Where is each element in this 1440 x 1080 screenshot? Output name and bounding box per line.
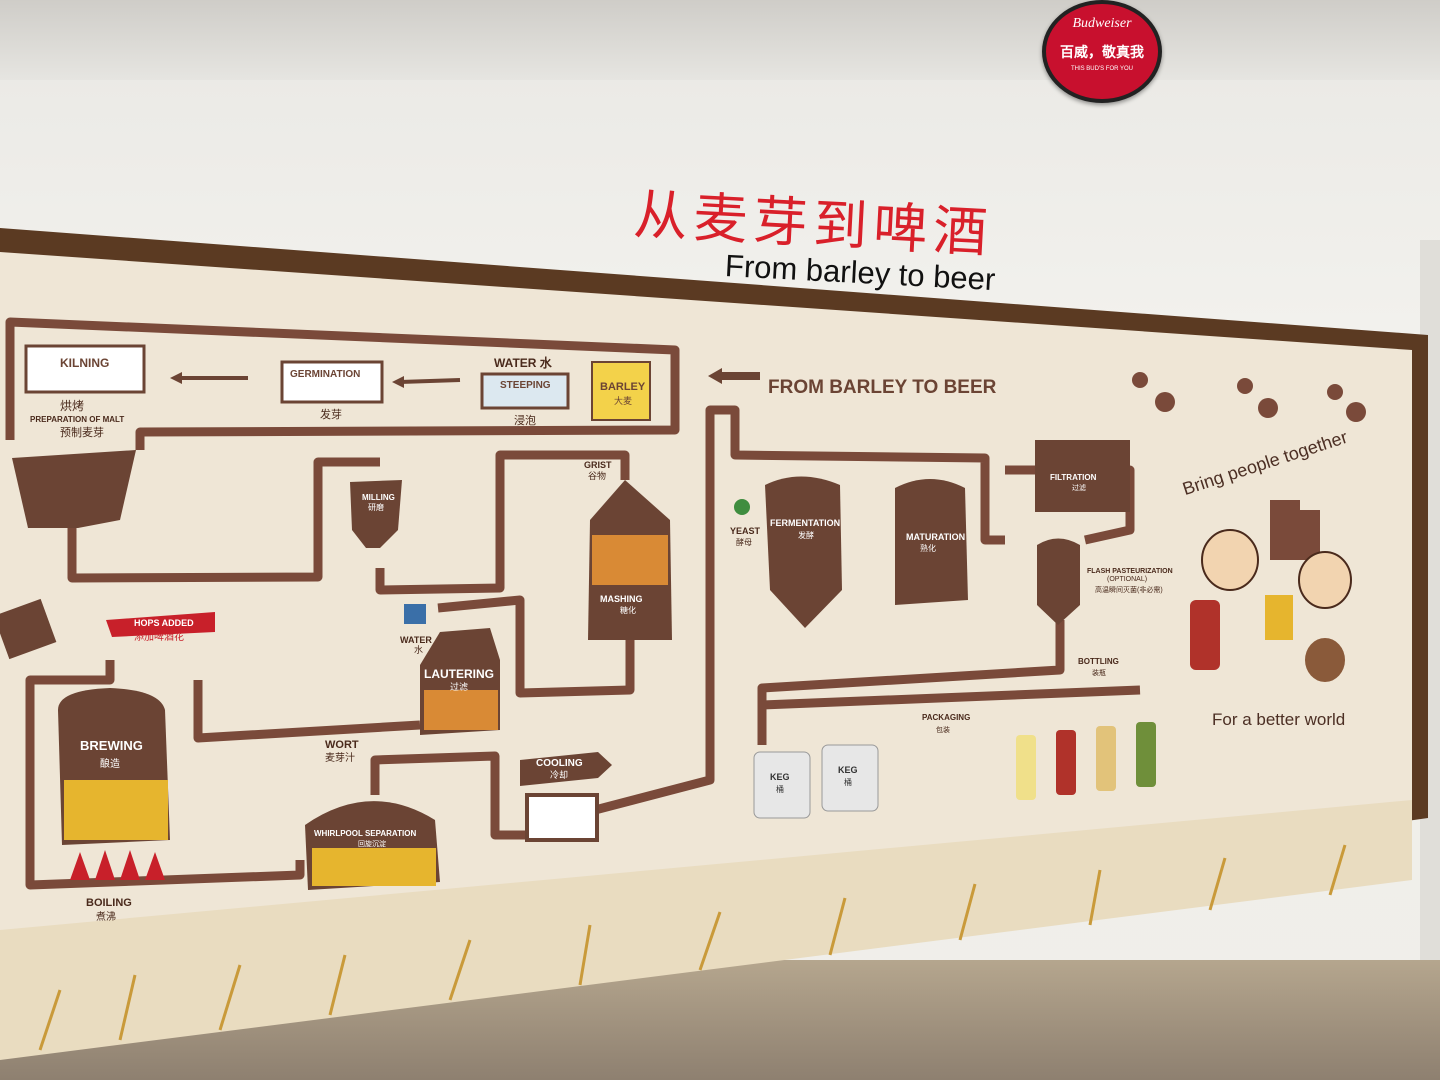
wheat-stalks bbox=[38, 844, 1347, 1051]
germination-cn: 发芽 bbox=[320, 407, 342, 421]
ceiling bbox=[0, 0, 1440, 80]
water-mid-cn: 水 bbox=[414, 644, 423, 655]
whirlpool-label: WHIRLPOOL SEPARATION bbox=[314, 829, 416, 838]
bottle-4 bbox=[1136, 722, 1156, 787]
yeast-cn: 酵母 bbox=[736, 538, 752, 547]
bottle-1 bbox=[1016, 735, 1036, 800]
flash-label: FLASH PASTEURIZATION bbox=[1087, 568, 1173, 575]
mashing-label: MASHING bbox=[600, 594, 643, 604]
hops-arrow bbox=[106, 612, 215, 637]
malt-prep-label: PREPARATION OF MALT bbox=[30, 415, 124, 424]
logo-slogan-en: THIS BUD'S FOR YOU bbox=[1070, 66, 1134, 72]
packaging-cn: 包装 bbox=[936, 725, 950, 734]
brewing-label: BREWING bbox=[80, 738, 143, 753]
slogan-bottom: For a better world bbox=[1212, 710, 1346, 729]
water-mid-label: WATER bbox=[400, 635, 432, 645]
grist-cn: 谷物 bbox=[588, 470, 606, 481]
logo-slogan-cn: 百威，敬真我 bbox=[1060, 44, 1144, 60]
steeping-label: STEEPING bbox=[500, 380, 551, 391]
malt-prep-cn: 预制麦芽 bbox=[60, 425, 104, 439]
lautering-label: LAUTERING bbox=[424, 667, 494, 681]
flames bbox=[70, 850, 165, 880]
people-illustration bbox=[1190, 500, 1352, 682]
grist-label: GRIST bbox=[584, 460, 612, 470]
flash-optional: (OPTIONAL) bbox=[1107, 576, 1147, 583]
cooling-label: COOLING bbox=[536, 758, 583, 769]
wort-cn: 麦芽汁 bbox=[325, 751, 355, 764]
maturation-cn: 熟化 bbox=[920, 543, 936, 553]
water-mid-icon bbox=[404, 604, 426, 624]
kiln-hopper bbox=[12, 450, 136, 528]
packaging-label: PACKAGING bbox=[922, 713, 970, 722]
yeast-label: YEAST bbox=[730, 526, 761, 536]
fermentation-tank bbox=[765, 476, 842, 628]
keg-1-label: KEG bbox=[770, 772, 790, 782]
yeast-icon bbox=[734, 499, 750, 515]
hop-vine-decor bbox=[1132, 372, 1366, 422]
maturation-label: MATURATION bbox=[906, 532, 965, 542]
maturation-tank bbox=[895, 479, 968, 605]
mill-body bbox=[350, 480, 402, 548]
lautering-cn: 过滤 bbox=[450, 681, 468, 692]
cooling-cn: 冷却 bbox=[550, 769, 568, 780]
boiling-label: BOILING bbox=[86, 897, 132, 909]
filtration-label: FILTRATION bbox=[1050, 473, 1097, 482]
barley-cn: 大麦 bbox=[614, 395, 632, 406]
cooling-arrow bbox=[520, 752, 612, 786]
steeping-box bbox=[480, 372, 570, 410]
banner-label: FROM BARLEY TO BEER bbox=[768, 377, 997, 398]
kilning-label: KILNING bbox=[60, 356, 109, 370]
filtration-unit bbox=[1035, 440, 1130, 512]
fermentation-label: FERMENTATION bbox=[770, 518, 840, 528]
arrow-2-head bbox=[392, 376, 404, 388]
whirlpool-cn: 回旋沉淀 bbox=[358, 839, 386, 848]
milling-label: MILLING bbox=[362, 493, 395, 502]
wheat-strip bbox=[0, 800, 1412, 1060]
arrow-2 bbox=[399, 378, 461, 384]
keg-2-label: KEG bbox=[838, 765, 858, 775]
bottle-2 bbox=[1056, 730, 1076, 795]
pipes bbox=[5, 317, 1141, 890]
bottling-label: BOTTLING bbox=[1078, 657, 1119, 666]
kilning-box bbox=[24, 344, 146, 394]
fermentation-cn: 发酵 bbox=[798, 530, 814, 540]
arrow-1-head bbox=[170, 372, 182, 384]
bottling-cn: 装瓶 bbox=[1092, 668, 1106, 677]
wort-label: WORT bbox=[325, 739, 359, 751]
pasteurizer-tank bbox=[1037, 538, 1080, 625]
keg-2 bbox=[821, 744, 879, 812]
barley-label: BARLEY bbox=[600, 381, 646, 393]
boiling-cn: 煮沸 bbox=[96, 910, 116, 923]
germination-box bbox=[280, 360, 384, 404]
budweiser-logo: Budweiser 百威，敬真我 THIS BUD'S FOR YOU bbox=[1042, 0, 1162, 103]
flash-cn: 高温瞬间灭菌(非必需) bbox=[1095, 585, 1163, 594]
mashing-cn: 糖化 bbox=[620, 605, 636, 615]
brewing-cn: 酿造 bbox=[100, 757, 120, 770]
cooler bbox=[525, 793, 599, 842]
lauter-liquid bbox=[424, 690, 498, 730]
logo-brand: Budweiser bbox=[1072, 16, 1132, 31]
beer-bottles bbox=[1016, 722, 1156, 800]
keg-2-cn: 桶 bbox=[844, 777, 852, 787]
mash-liquid bbox=[592, 535, 668, 585]
hops-cn: 添加啤酒花 bbox=[134, 630, 184, 643]
steeping-cn: 浸泡 bbox=[514, 413, 536, 427]
kilning-cn: 烘烤 bbox=[60, 398, 84, 413]
water-top-label: WATER 水 bbox=[494, 355, 553, 370]
whirlpool-liquid bbox=[312, 848, 436, 886]
filtration-cn: 过滤 bbox=[1072, 483, 1086, 492]
bottle-3 bbox=[1096, 726, 1116, 791]
banner-arrow-icon bbox=[708, 368, 760, 384]
milling-cn: 研磨 bbox=[368, 502, 384, 512]
barley-box bbox=[591, 361, 651, 421]
brew-liquid bbox=[64, 780, 168, 840]
hops-label: HOPS ADDED bbox=[134, 618, 194, 628]
keg-1-cn: 桶 bbox=[776, 784, 784, 794]
hops-hopper bbox=[0, 598, 57, 660]
keg-1 bbox=[753, 751, 811, 819]
germination-label: GERMINATION bbox=[290, 369, 360, 380]
